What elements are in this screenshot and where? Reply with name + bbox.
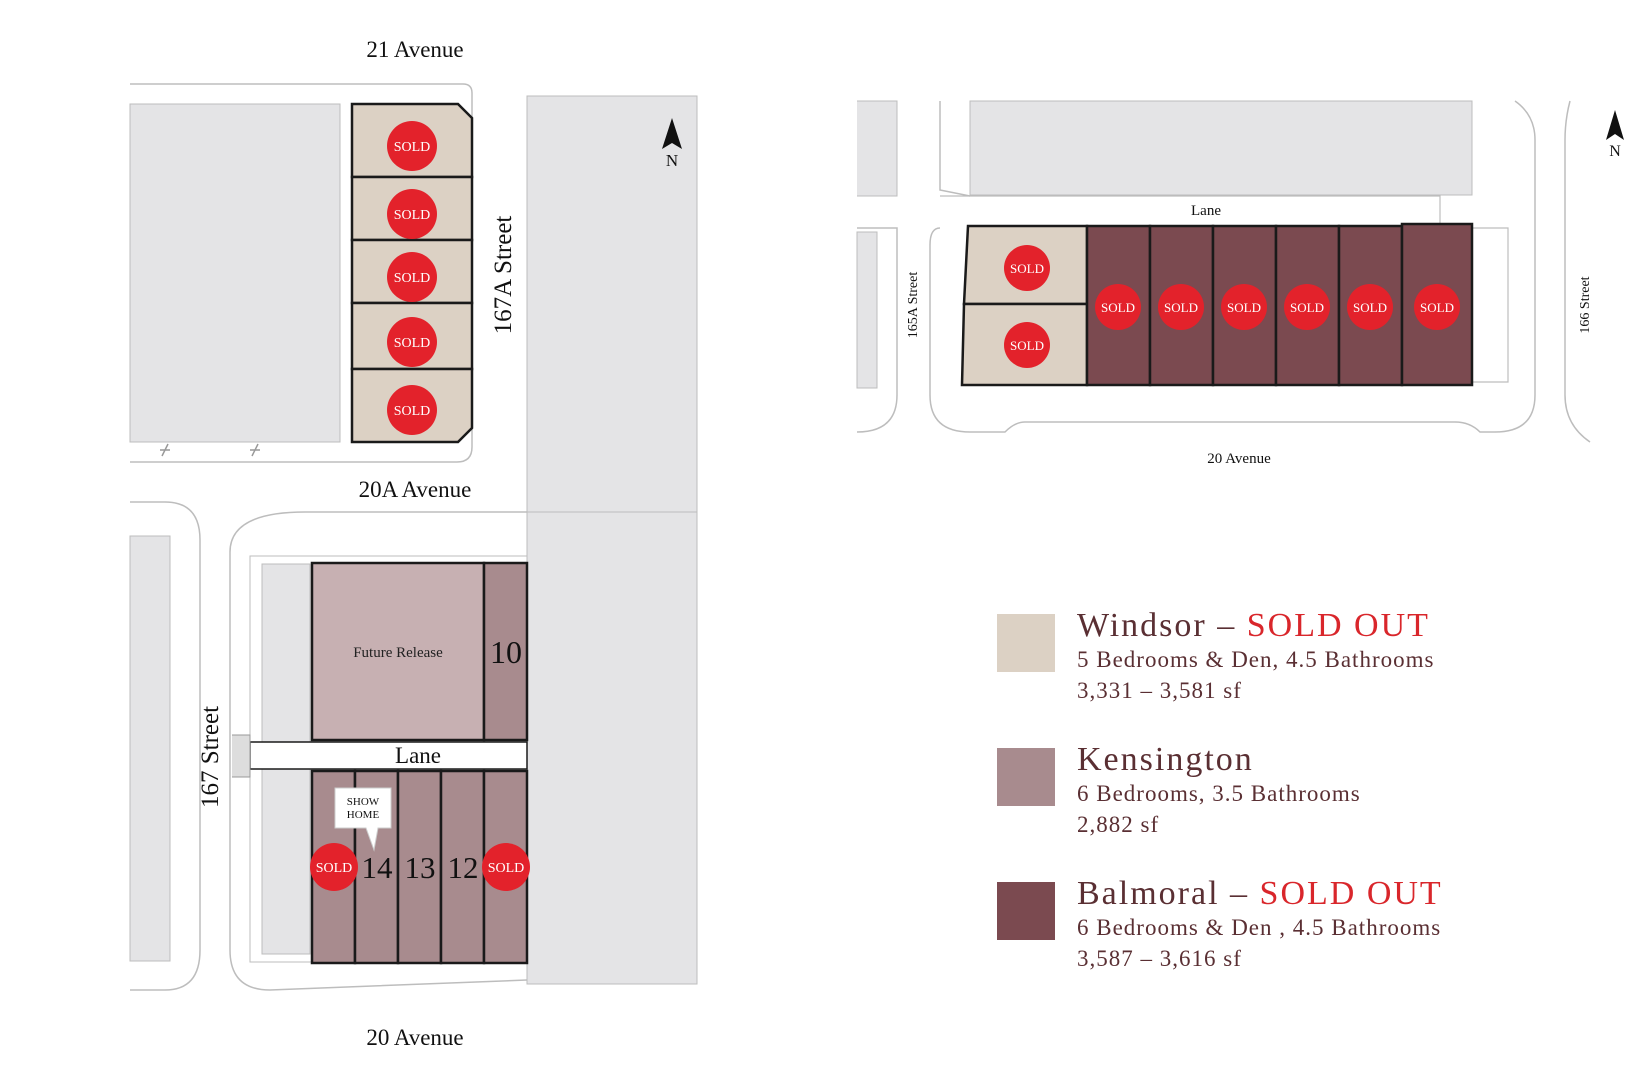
north-arrow-label: N: [666, 151, 678, 170]
future-release-label: Future Release: [353, 645, 443, 661]
sold-badge-label: SOLD: [1227, 300, 1261, 315]
sold-badge-label: SOLD: [394, 208, 431, 223]
future-release-parcel: [310, 561, 486, 742]
lot-number-14: 14: [362, 850, 394, 885]
sold-badge: [1347, 284, 1393, 330]
street-20a-avenue: 20A Avenue: [359, 477, 472, 502]
block-west-lower: [856, 231, 878, 389]
sold-badge-label: SOLD: [316, 861, 353, 876]
street-167-street: 167 Street: [197, 706, 224, 808]
north-arrow-left: N: [662, 118, 682, 170]
street-167a-street: 167A Street: [490, 216, 517, 335]
sold-badge: [1095, 284, 1141, 330]
sold-badges-left-north: SOLD SOLD SOLD SOLD SOLD: [387, 121, 437, 435]
block-southwest: [129, 535, 171, 962]
kensington-lot-13: [396, 769, 443, 965]
sold-badge-label: SOLD: [1353, 300, 1387, 315]
street-166-street: 166 Street: [1578, 276, 1593, 333]
lane-label-left: Lane: [395, 743, 441, 768]
sold-badge: [1158, 284, 1204, 330]
sold-badge-label: SOLD: [1290, 300, 1324, 315]
street-curb-south-east: [229, 511, 528, 991]
show-home-callout: [334, 787, 392, 852]
sold-badge-label: SOLD: [1101, 300, 1135, 315]
street-21-avenue: 21 Avenue: [366, 37, 463, 62]
north-arrow-label: N: [1609, 143, 1621, 160]
street-curb-166-east: [1564, 100, 1591, 443]
crosswalk-marks: [160, 443, 260, 457]
sold-badge: [387, 121, 437, 171]
sold-badge: [1004, 245, 1050, 291]
lane-label-right: Lane: [1191, 203, 1221, 219]
kensington-lot-12: [439, 769, 486, 965]
street-curb-165a-west: [857, 100, 898, 197]
street-curb-north-west: [939, 101, 971, 197]
lot-number-12: 12: [448, 850, 479, 885]
left-map: SOLD SOLD SOLD SOLD SOLD Future Release …: [129, 37, 698, 1050]
street-20-avenue-left: 20 Avenue: [366, 1025, 463, 1050]
sold-badge-label: SOLD: [1010, 261, 1044, 276]
street-curb-south-west: [130, 501, 201, 991]
sold-badge: [387, 252, 437, 302]
sold-badge-label: SOLD: [394, 271, 431, 286]
kensington-lot-10: [482, 561, 529, 742]
north-arrow-icon: [662, 118, 682, 149]
block-northwest: [129, 103, 341, 443]
sold-badge: [387, 385, 437, 435]
street-curb-165a-west-lower: [856, 227, 898, 433]
street-curb-south: [929, 100, 1536, 433]
street-165a-street: 165A Street: [906, 272, 921, 339]
north-arrow-icon: [1606, 110, 1624, 140]
sold-badge: [1414, 284, 1460, 330]
sold-badge: [1284, 284, 1330, 330]
sold-badge: [387, 189, 437, 239]
sold-badge-label: SOLD: [1420, 300, 1454, 315]
sold-badge: [387, 317, 437, 367]
kensington-lots-left: [310, 769, 529, 965]
sold-badge-label: SOLD: [394, 404, 431, 419]
street-20-avenue-right: 20 Avenue: [1207, 451, 1271, 467]
lane-crosswalk: [232, 734, 251, 778]
sold-badge-label: SOLD: [1010, 338, 1044, 353]
lane-strip: [249, 741, 528, 770]
sold-badges-right: SOLD SOLD SOLD SOLD SOLD SOLD SOLD SOLD: [1004, 245, 1460, 368]
sold-badge-label: SOLD: [488, 861, 525, 876]
sold-badge: [310, 843, 358, 891]
sold-badge-label: SOLD: [1164, 300, 1198, 315]
sold-badge-label: SOLD: [394, 140, 431, 155]
lot-number-10: 10: [490, 634, 522, 670]
block-east-lower: [526, 511, 698, 985]
inner-curb-east: [1472, 227, 1509, 383]
lane-curb: [940, 195, 1441, 225]
north-arrow-right: N: [1606, 110, 1624, 160]
lot-number-13: 13: [405, 850, 436, 885]
show-home-label-2: HOME: [347, 809, 380, 821]
sold-badge: [1221, 284, 1267, 330]
right-map: SOLD SOLD SOLD SOLD SOLD SOLD SOLD SOLD …: [856, 100, 1624, 467]
sold-badge: [482, 843, 530, 891]
sold-badge: [1004, 322, 1050, 368]
show-home-label-1: SHOW: [347, 796, 380, 808]
block-north: [969, 100, 1473, 196]
sold-badge-label: SOLD: [394, 336, 431, 351]
